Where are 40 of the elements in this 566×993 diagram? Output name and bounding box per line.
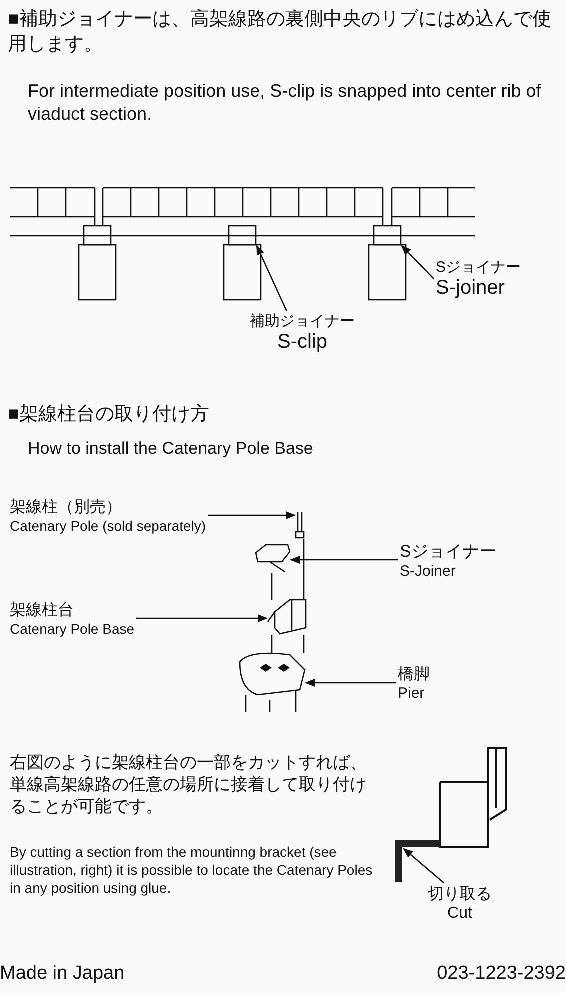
leader-line (403, 848, 444, 884)
part-label: 架線柱台 (10, 600, 75, 621)
pole-base-drawing (267, 599, 307, 635)
part-label: 切り取る (428, 884, 492, 905)
s-clip-part (228, 225, 257, 246)
leader-line (256, 245, 288, 312)
heading: ■補助ジョイナーは、高架線路の裏側中央のリブにはめ込んで使用します。 (8, 8, 552, 57)
part-label: 橋脚 (398, 665, 430, 685)
part-label: S-clip (276, 331, 328, 354)
part-number: 023-1223-2392 (436, 962, 566, 986)
instruction-text: 右図のように架線柱台の一部をカットすれば、単線高架線路の任意の場所に接着して取り付けることが可能です。 (10, 752, 368, 818)
leader-line (290, 556, 398, 564)
part-label: Cut (446, 905, 474, 923)
subheading: How to install the Catenary Pole Base (28, 438, 314, 460)
leader-line (401, 245, 434, 280)
origin-note: Made in Japan (0, 962, 126, 986)
catenary-pole-drawing (295, 511, 305, 539)
part-label: 補助ジョイナー (250, 312, 355, 331)
part-label: S-joiner (436, 277, 506, 300)
instruction-text: For intermediate position use, S-clip is snapped into center rib of viaduct section. (28, 80, 542, 126)
part-label: Catenary Pole (sold separately) (10, 518, 206, 534)
leader-line (136, 614, 268, 622)
part-label: 架線柱（別売） (10, 498, 123, 518)
part-label: Sジョイナー (436, 258, 522, 277)
alignment-line (271, 573, 273, 600)
alignment-line (303, 539, 305, 600)
part-label: Sジョイナー (400, 541, 496, 563)
pier-drawing (239, 652, 306, 713)
heading: ■架線柱台の取り付け方 (8, 403, 210, 427)
leader-line (305, 679, 396, 687)
part-label: Pier (398, 685, 426, 702)
alignment-line (303, 635, 305, 654)
instruction-text: By cutting a section from the mountinng bracket (see illustration, right) it is possible to locate the Catenary Poles in any position using glue. (10, 843, 374, 898)
s-joiner-part (373, 225, 402, 246)
alignment-line (271, 635, 273, 654)
part-label: S-Joiner (400, 563, 457, 580)
part-label: Catenary Pole Base (10, 621, 135, 637)
cut-section-drawing (395, 840, 440, 882)
s-joiner-drawing (255, 544, 291, 573)
leader-line (208, 512, 296, 520)
